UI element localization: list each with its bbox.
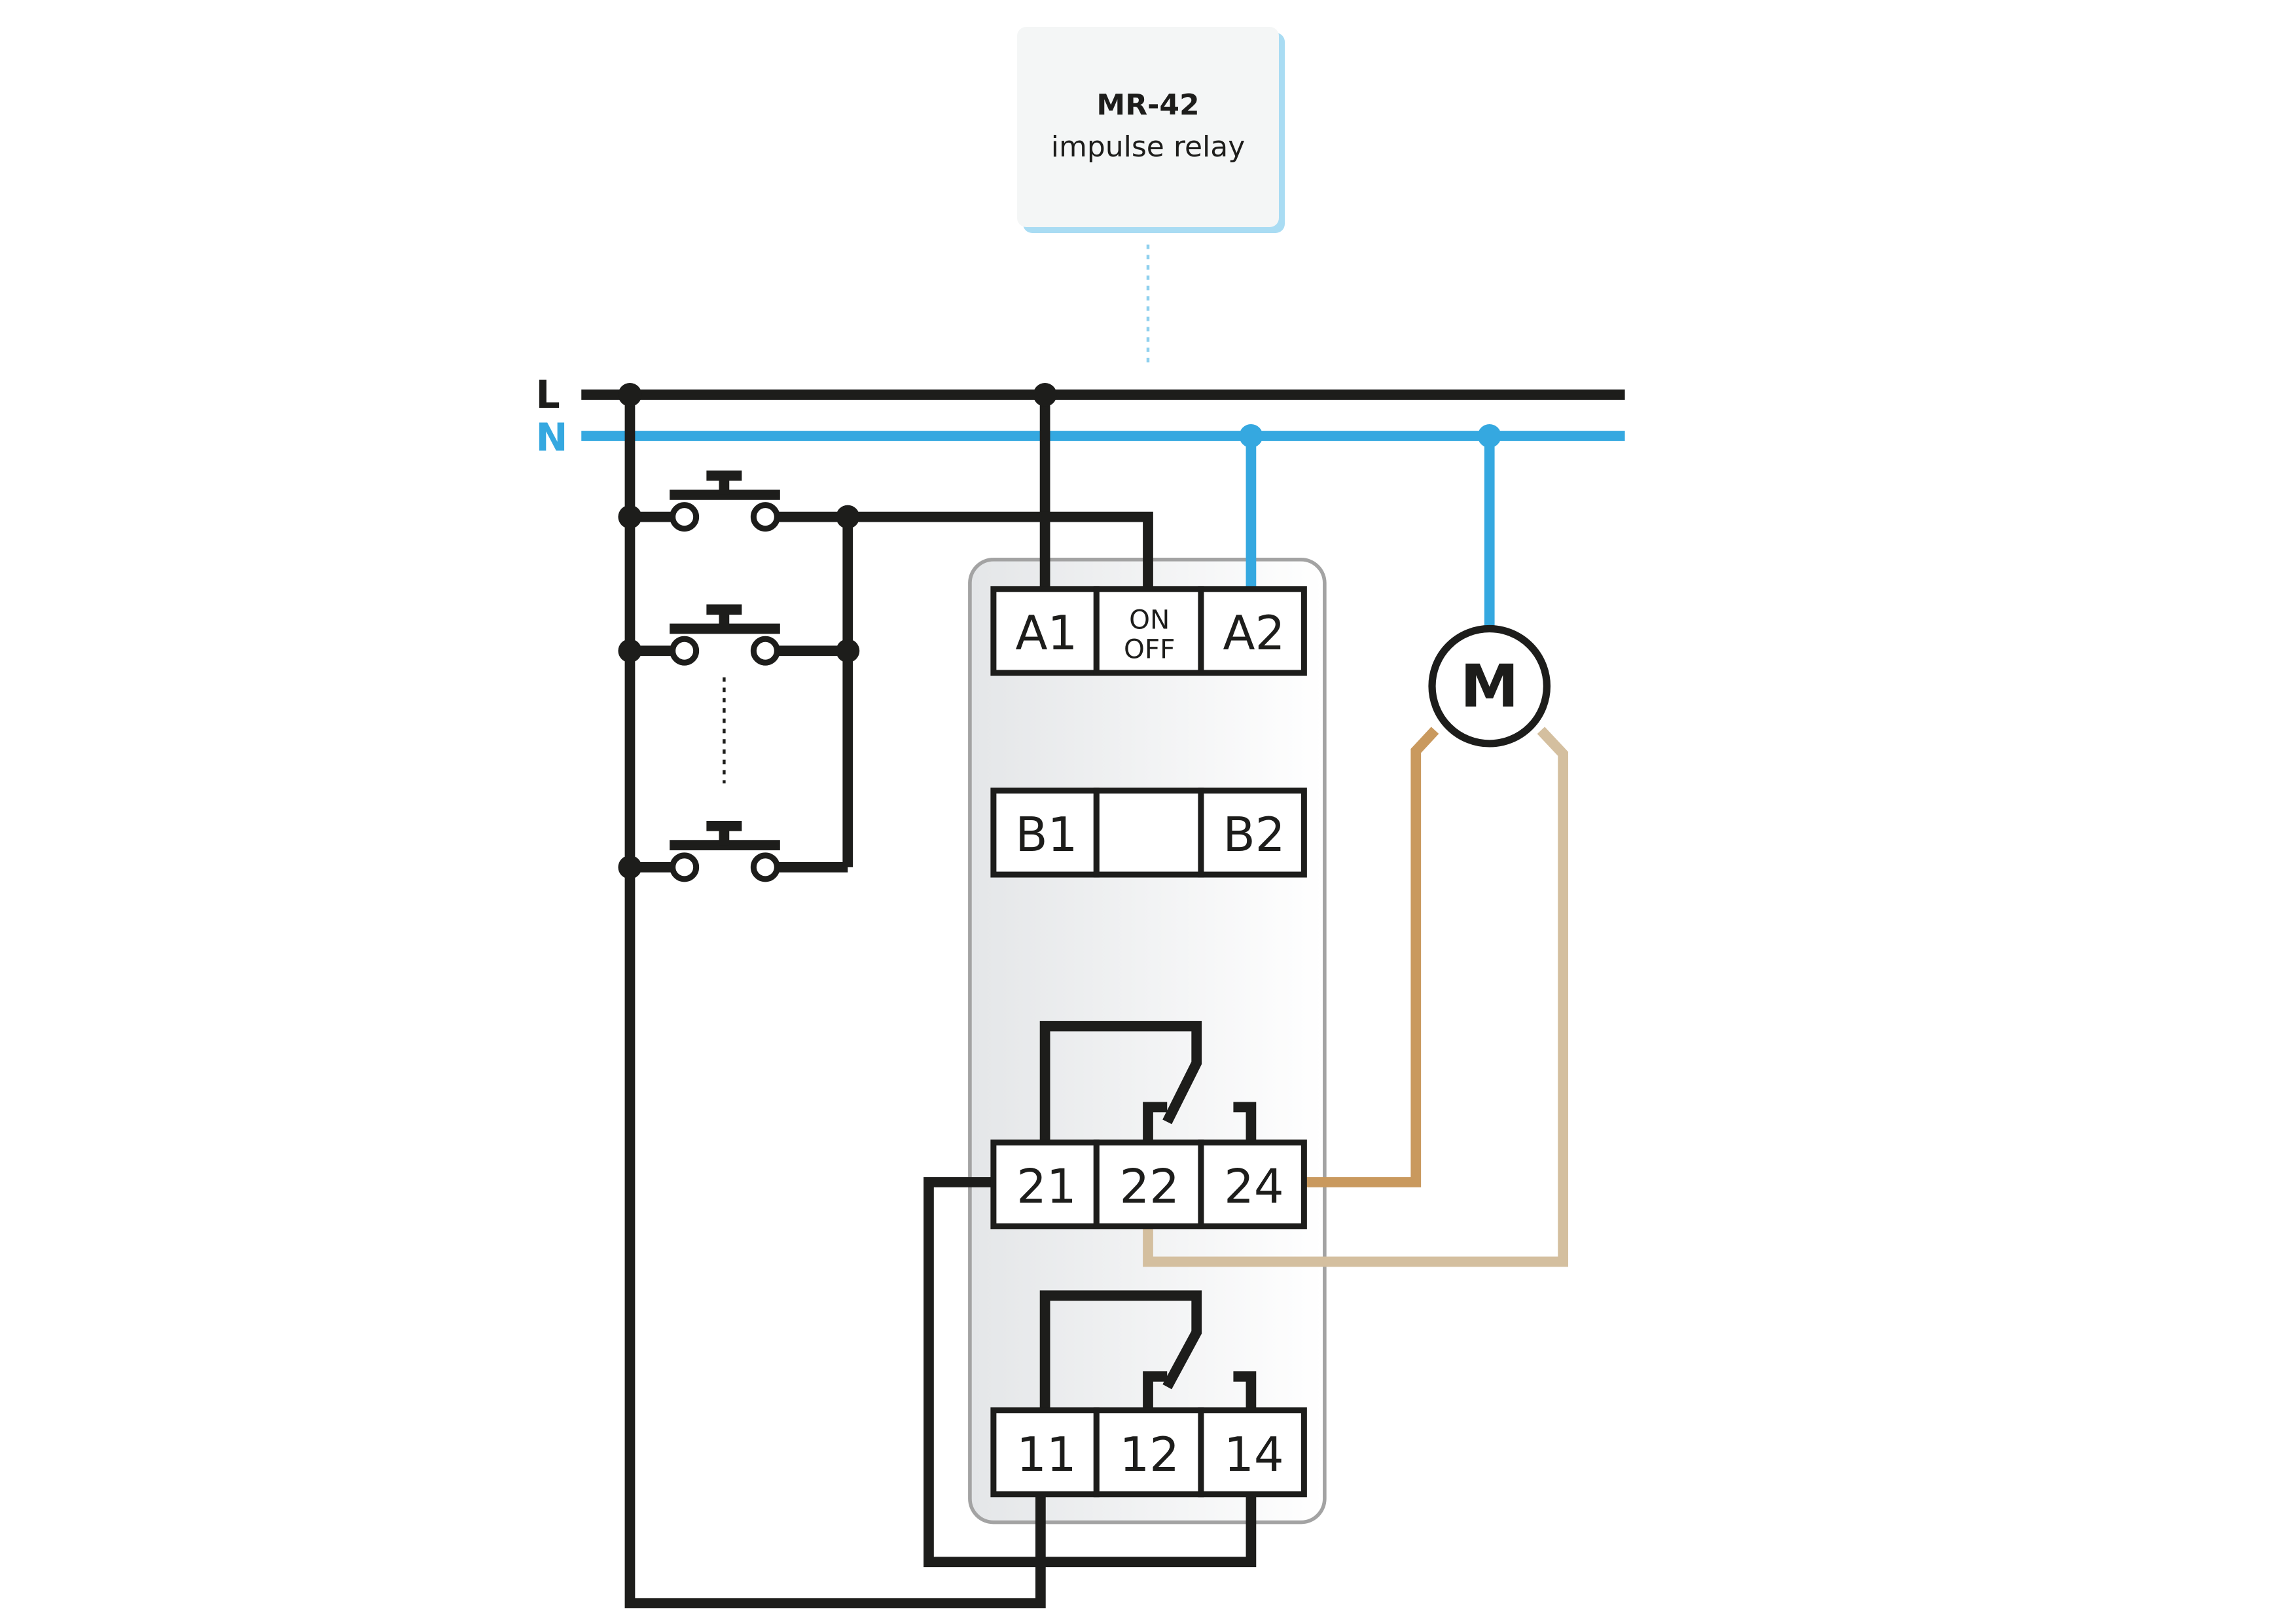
- line-n-label: N: [536, 415, 568, 460]
- push-button-3: [630, 820, 848, 882]
- device-type: impulse relay: [1050, 130, 1246, 164]
- terminal-row-1: 11 12 14: [990, 1407, 1307, 1498]
- wire-buttons-to-onoff: [842, 511, 1153, 867]
- terminal-24: 24: [1224, 1159, 1284, 1214]
- push-button-2: [630, 604, 848, 666]
- terminal-b1: B1: [1015, 807, 1077, 862]
- terminal-b2: B2: [1223, 807, 1285, 862]
- contact-1-symbol: [1039, 1290, 1257, 1411]
- terminal-on: ON: [1129, 604, 1170, 636]
- junction-dots: [618, 382, 1501, 879]
- contact-2-symbol: [1039, 1020, 1257, 1143]
- terminal-row-a: A1 ON OFF A2: [990, 586, 1307, 676]
- motor-label: M: [1460, 653, 1519, 721]
- terminal-row-2: 21 22 24: [990, 1139, 1307, 1230]
- terminal-a1: A1: [1015, 605, 1077, 660]
- push-button-1: [630, 470, 848, 532]
- terminal-21: 21: [1016, 1159, 1077, 1214]
- device-model: MR-42: [1096, 88, 1200, 122]
- wire-21-to-14: [924, 1177, 1257, 1568]
- device-label-box: MR-42 impulse relay: [1017, 27, 1279, 227]
- wire-22-to-motor: [1143, 727, 1569, 1267]
- terminal-off: OFF: [1124, 634, 1175, 665]
- motor-symbol: M: [1428, 624, 1551, 748]
- wire-l-feed: [624, 394, 1046, 1609]
- wire-24-to-motor: [1302, 727, 1439, 1187]
- terminal-a2: A2: [1223, 605, 1285, 660]
- terminal-row-b: B1 B2: [990, 787, 1307, 878]
- line-l-label: L: [536, 372, 560, 417]
- terminal-12: 12: [1119, 1427, 1179, 1482]
- terminal-11: 11: [1016, 1427, 1077, 1482]
- terminal-22: 22: [1119, 1159, 1179, 1214]
- terminal-14: 14: [1224, 1427, 1284, 1482]
